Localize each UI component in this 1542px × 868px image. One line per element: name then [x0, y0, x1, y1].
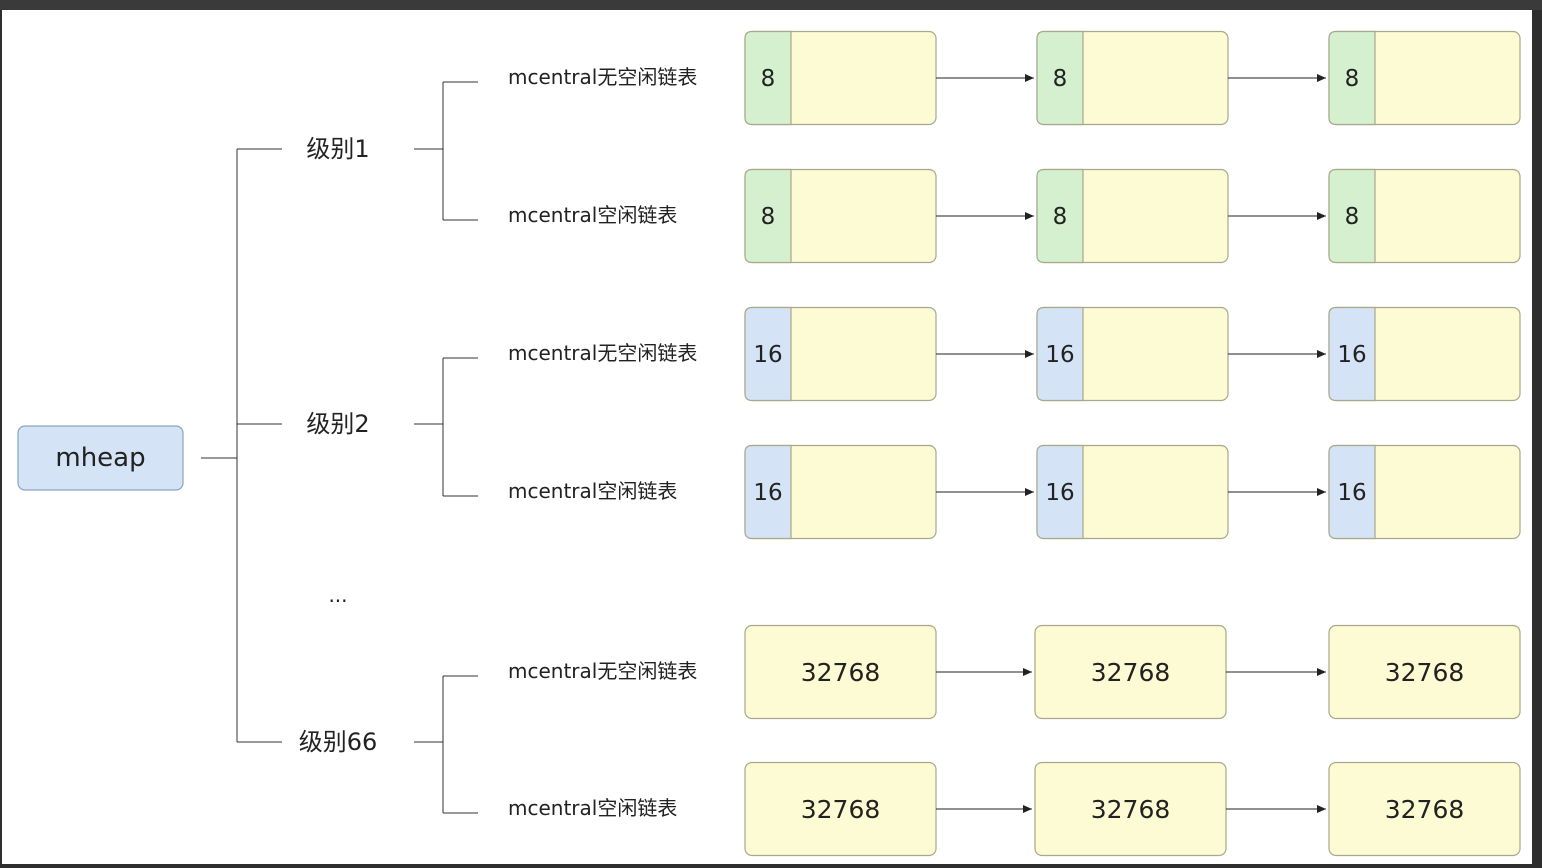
size-tag-label: 8 — [761, 204, 776, 230]
size-tag — [1036, 306, 1084, 402]
size-tag — [744, 168, 792, 264]
mheap-box — [17, 425, 184, 491]
span-node-label: 32768 — [801, 795, 881, 824]
span-node: 8 — [744, 168, 1034, 264]
level-group: 级别2 mcentral无空闲链表 16 16 16 mcentral空闲链表 16 16 16 — [306, 306, 1521, 540]
size-tag-label: 8 — [1345, 204, 1360, 230]
span-node: 8 — [1328, 30, 1521, 126]
size-tag-label: 8 — [1345, 66, 1360, 92]
window-top-bar — [0, 0, 1542, 10]
span-node: 32768 — [744, 624, 1032, 720]
list-label: mcentral空闲链表 — [508, 203, 677, 227]
size-tag-label: 8 — [1053, 204, 1068, 230]
size-tag — [1036, 30, 1084, 126]
span-node-box — [1328, 624, 1521, 720]
size-tag — [1328, 444, 1376, 540]
list-label: mcentral无空闲链表 — [508, 659, 697, 683]
span-node: 32768 — [1328, 624, 1521, 720]
size-tag — [744, 444, 792, 540]
size-tag-label: 16 — [1337, 342, 1366, 368]
size-tag-label: 16 — [1337, 480, 1366, 506]
size-tag — [744, 30, 792, 126]
diagram-canvas: mheap 级别1 mcentral无空闲链表 8 8 8 mcentral空闲链表 8 8 8… — [2, 10, 1532, 864]
tree-connectors — [201, 81, 478, 814]
size-tag — [1328, 30, 1376, 126]
mheap-structure-diagram: mheap 级别1 mcentral无空闲链表 8 8 8 mcentral空闲链表 8 8 8… — [17, 30, 1521, 857]
span-node-box — [1328, 761, 1521, 857]
level-label: 级别2 — [306, 410, 369, 438]
span-node: 32768 — [1034, 624, 1326, 720]
span-node: 8 — [1036, 168, 1326, 264]
level-ellipsis: ... — [328, 583, 347, 607]
span-node: 32768 — [1034, 761, 1326, 857]
span-node-label: 32768 — [801, 658, 881, 687]
size-tag — [1036, 444, 1084, 540]
span-node-label: 32768 — [1385, 795, 1465, 824]
span-node-label: 32768 — [1385, 658, 1465, 687]
size-tag-label: 8 — [1053, 66, 1068, 92]
span-node: 32768 — [744, 761, 1032, 857]
size-tag-label: 16 — [753, 480, 782, 506]
size-tag-label: 8 — [761, 66, 776, 92]
level-group: 级别66 mcentral无空闲链表 32768 32768 32768 mcentral… — [299, 624, 1521, 857]
span-node: 32768 — [1328, 761, 1521, 857]
list-label: mcentral无空闲链表 — [508, 65, 697, 89]
size-tag-label: 16 — [1045, 480, 1074, 506]
size-class-levels: 级别1 mcentral无空闲链表 8 8 8 mcentral空闲链表 8 8 8 级别2 mce… — [299, 30, 1521, 857]
span-node: 16 — [1328, 306, 1521, 402]
list-label: mcentral空闲链表 — [508, 796, 677, 820]
level-label: 级别66 — [299, 728, 378, 756]
mheap-root: mheap — [17, 425, 184, 491]
span-node: 16 — [744, 306, 1034, 402]
size-tag — [1328, 168, 1376, 264]
list-label: mcentral空闲链表 — [508, 479, 677, 503]
span-node: 8 — [1328, 168, 1521, 264]
span-node: 16 — [744, 444, 1034, 540]
span-node-label: 32768 — [1091, 795, 1171, 824]
level-label: 级别1 — [306, 135, 369, 163]
span-node-label: 32768 — [1091, 658, 1171, 687]
size-tag-label: 16 — [1045, 342, 1074, 368]
span-node: 16 — [1328, 444, 1521, 540]
span-node: 8 — [744, 30, 1034, 126]
level-group: 级别1 mcentral无空闲链表 8 8 8 mcentral空闲链表 8 8 8 — [306, 30, 1521, 264]
size-tag — [744, 306, 792, 402]
size-tag — [1036, 168, 1084, 264]
span-node: 16 — [1036, 444, 1326, 540]
size-tag — [1328, 306, 1376, 402]
span-node: 8 — [1036, 30, 1326, 126]
mheap-label: mheap — [55, 443, 145, 473]
span-node: 16 — [1036, 306, 1326, 402]
list-label: mcentral无空闲链表 — [508, 341, 697, 365]
size-tag-label: 16 — [753, 342, 782, 368]
